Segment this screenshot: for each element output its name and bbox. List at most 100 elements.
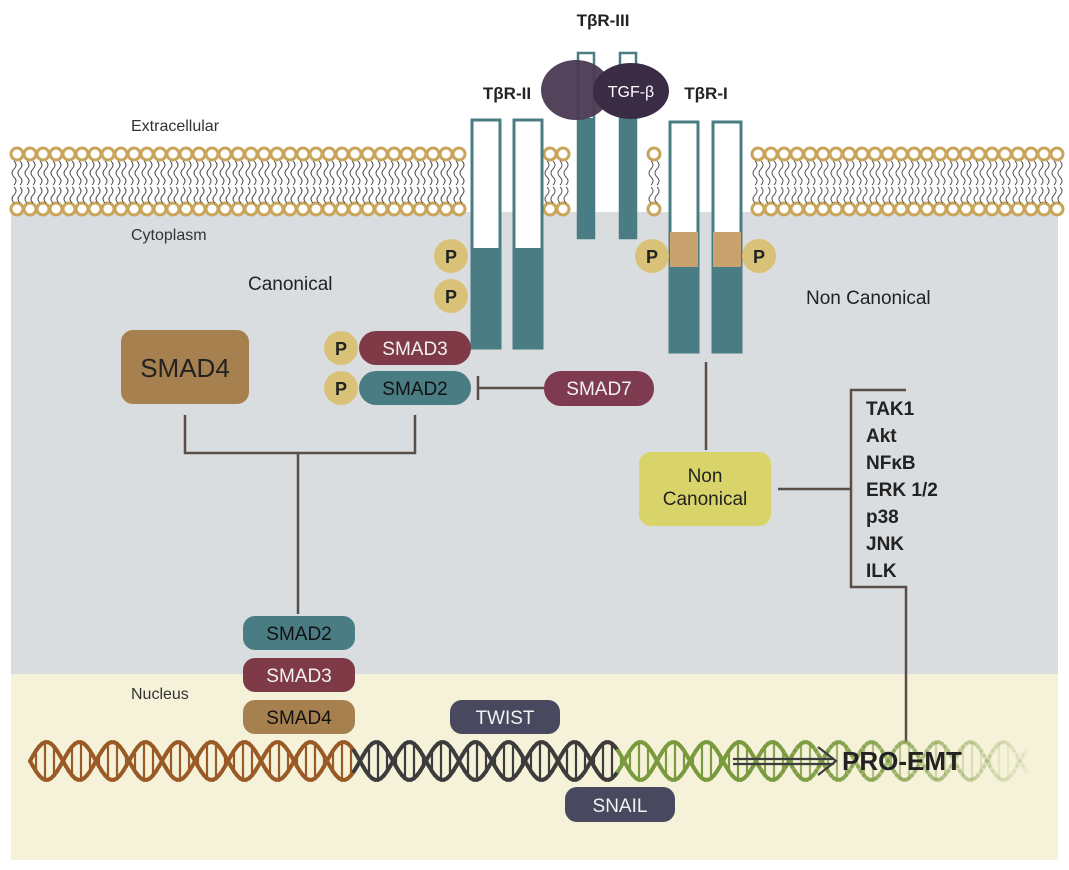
dna-strand [919,753,926,763]
dna-strand [1006,741,1013,749]
phospho-marker: P [434,279,468,313]
dna-strand [1015,759,1022,769]
dna-strand [1003,776,1010,782]
non-canonical-label: Non Canonical [806,288,931,309]
tgf-beta-ligand [593,63,669,119]
dna-strand [943,744,950,753]
dna-strand [976,744,983,753]
kinase-label: Akt [866,426,897,447]
dna-strand [937,776,944,782]
dna-strand [964,776,971,782]
dna-strand [985,753,992,763]
dna-strand [946,764,953,774]
dna-strand [940,741,947,749]
cell-membrane [9,146,1065,217]
dna-strand [994,773,1001,781]
dna-strand [952,759,959,769]
dna-strand [976,769,983,778]
tbr2-label: TβR-II [483,84,531,103]
dna-strand [949,759,956,769]
svg-text:P: P [753,247,765,267]
dna-strand [970,776,977,782]
nuclear-smad4-pill [243,700,355,734]
dna-strand [973,773,980,781]
kinase-label: ILK [866,561,897,582]
dna-strand [1018,759,1025,769]
dna-strand [958,744,965,753]
smad2-pill [359,371,471,405]
dna-strand [943,769,950,778]
dna-strand [964,740,971,746]
nucleus-label: Nucleus [131,686,189,703]
tbr3-label: TβR-III [577,11,630,30]
dna-strand [991,769,998,778]
snail-label: SNAIL [593,796,648,817]
canonical-label: Canonical [248,274,333,295]
transcription-arrow [733,746,838,776]
dna-strand [1003,740,1010,746]
smad3-pill [359,331,471,365]
twist-pill [450,700,560,734]
dna-strand [973,741,980,749]
dna-strand [910,769,917,778]
dna-strand [922,764,929,774]
svg-text:P: P [646,247,658,267]
non-canonical-box-line1: Non [688,466,723,487]
dna-strand [919,759,926,769]
kinase-label: NFκB [866,453,916,474]
kinase-label: ERK 1/2 [866,480,938,501]
dna-strand [907,741,914,749]
nuclear-smad2-pill [243,616,355,650]
dna-strand [895,773,902,781]
dna-strand [895,741,902,749]
dna-strand [1012,748,1019,758]
svg-text:P: P [335,379,347,399]
dna-strand [937,740,944,746]
dna-strand [898,740,905,746]
dna-strand [892,744,899,753]
dna-strand [985,759,992,769]
dna-strand [952,753,959,763]
dna-strand [916,759,923,769]
smad4-large-box [121,330,249,404]
nuclear-smad2-label: SMAD2 [266,624,331,645]
smad7-pill [544,371,654,406]
dna-strand [991,744,998,753]
dna-strand [1018,753,1025,763]
kinase-label: TAK1 [866,399,915,420]
smad7-label: SMAD7 [566,379,631,400]
dna-strand [913,764,920,774]
dna-strand [979,748,986,758]
dna-strand [886,753,893,763]
tbr3-ligand-oval [541,60,611,120]
extracellular-label: Extracellular [131,118,220,135]
kinase-label: JNK [866,534,904,555]
canonical-connector [183,415,417,614]
dna-strand [889,748,896,758]
kinase-bracket [849,388,908,742]
tgf-beta-label: TGF-β [608,84,655,101]
non-canonical-box-line2: Canonical [663,489,748,510]
svg-text:P: P [445,247,457,267]
phospho-marker: P [324,331,358,365]
dna-strand [931,740,938,746]
dna-strand [904,776,911,782]
dna-strand [970,740,977,746]
dna-strand [988,748,995,758]
dna-strand [940,773,947,781]
dna-strand [1021,748,1028,758]
dna-strand [892,769,899,778]
dna-strand [916,753,923,763]
smad3-label: SMAD3 [382,339,447,360]
dna-strand [961,741,968,749]
nuclear-smad4-label: SMAD4 [266,708,332,729]
smad4-large-label: SMAD4 [140,353,230,383]
dna-strand [979,764,986,774]
dna-strand [949,753,956,763]
dna-strand [982,759,989,769]
dna-strand [961,773,968,781]
non-canonical-box [639,452,771,526]
